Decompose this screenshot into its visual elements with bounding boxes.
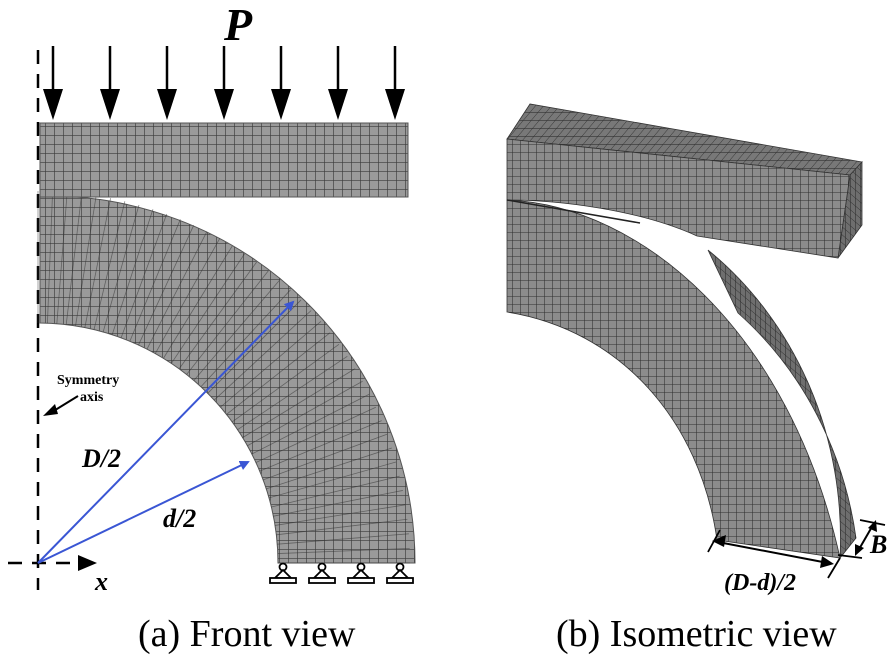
radial-mesh-line <box>178 261 257 370</box>
radial-mesh-line <box>56 192 68 324</box>
load-arrow <box>100 46 120 120</box>
thickness-arrowhead-bottom-icon <box>855 544 864 556</box>
load-arrow-head-icon <box>271 89 291 120</box>
load-arrow-head-icon <box>43 89 63 120</box>
radial-mesh-line <box>271 475 400 508</box>
radial-mesh-line <box>84 198 111 328</box>
radial-mesh-line <box>268 461 397 499</box>
load-arrow <box>43 46 63 120</box>
width-dimension-label: (D-d)/2 <box>724 570 796 596</box>
load-arrow <box>385 46 405 120</box>
load-label: P <box>223 0 253 50</box>
symmetry-axis-label-line2: axis <box>80 390 104 405</box>
x-axis-arrow-icon <box>78 555 97 571</box>
radial-mesh-line <box>102 204 140 333</box>
loading-block-mesh <box>39 122 409 198</box>
roller-support-icon <box>347 562 375 584</box>
radial-mesh-line <box>111 209 154 335</box>
symmetry-pointer-arrow-icon <box>43 404 58 416</box>
radial-mesh-line <box>276 518 408 536</box>
radial-mesh-line <box>263 433 388 481</box>
iso-contact-edge <box>506 199 641 224</box>
load-arrow <box>157 46 177 120</box>
outer-radius-label: D/2 <box>81 444 121 473</box>
outer-radius-arrow <box>37 300 295 564</box>
radial-mesh-line <box>47 191 54 324</box>
radial-mesh-line <box>266 447 392 490</box>
load-arrows <box>43 46 405 120</box>
isometric-view: (D-d)/2 B <box>506 103 887 596</box>
radial-mesh-line <box>154 238 221 354</box>
radial-mesh-line <box>274 504 406 526</box>
radial-mesh-line <box>163 245 233 359</box>
width-dim-arrowhead-right-icon <box>820 556 834 568</box>
radial-mesh-lines <box>37 191 410 564</box>
roller-support-icon <box>269 562 297 584</box>
roller-support-icon <box>308 562 336 584</box>
radial-mesh-line <box>207 299 302 394</box>
load-arrow <box>328 46 348 120</box>
load-arrow <box>271 46 291 120</box>
thickness-extension-top <box>859 519 886 526</box>
radial-mesh-line <box>220 321 322 408</box>
radial-mesh-line <box>231 344 340 423</box>
thickness-dimension-label: B <box>869 530 887 559</box>
width-dim-arrowhead-left-icon <box>712 535 726 547</box>
load-arrow-head-icon <box>214 89 234 120</box>
radial-mesh-line <box>259 420 382 472</box>
load-arrow-head-icon <box>157 89 177 120</box>
radial-mesh-line <box>65 193 83 325</box>
load-arrow-head-icon <box>100 89 120 120</box>
radial-mesh-line <box>251 393 370 455</box>
roller-support-icon <box>386 562 414 584</box>
radial-mesh-line <box>200 289 291 388</box>
thickness-extension-bottom <box>837 554 863 559</box>
roller-supports <box>269 562 414 584</box>
radial-mesh-line <box>213 310 312 401</box>
thickness-arrowhead-top-icon <box>868 520 877 532</box>
radial-mesh-line <box>129 219 181 342</box>
radial-mesh-line <box>186 270 269 375</box>
load-arrow-head-icon <box>328 89 348 120</box>
load-arrow <box>214 46 234 120</box>
x-axis-label: x <box>94 567 108 596</box>
iso-block-front-face <box>506 138 851 259</box>
inner-radius-label: d/2 <box>163 504 196 533</box>
radial-mesh-line <box>277 533 409 545</box>
radial-mesh-line <box>193 279 280 381</box>
radial-mesh-line <box>146 231 208 350</box>
radial-mesh-line <box>242 368 356 438</box>
dim-extension-right <box>827 557 841 579</box>
width-dimension-arrow <box>717 541 829 564</box>
radial-mesh-line <box>138 225 195 346</box>
radial-mesh-line <box>120 213 168 338</box>
symmetry-axis-label-line1: Symmetry <box>57 373 119 388</box>
radial-mesh-line <box>247 380 363 447</box>
radial-mesh-line <box>237 355 348 430</box>
iso-curved-beam-side-face <box>707 249 857 560</box>
radial-mesh-line <box>75 195 97 327</box>
iso-curved-beam-front-face <box>506 199 841 559</box>
front-view: x P Symmetry axis D/2 d/2 <box>8 0 416 596</box>
radial-mesh-line <box>277 547 410 554</box>
inner-radius-arrow <box>37 460 250 564</box>
radial-mesh-line <box>226 332 331 415</box>
radial-mesh-line <box>273 490 403 517</box>
radial-mesh-line <box>255 406 376 463</box>
radial-mesh-line <box>93 201 126 330</box>
caption-isometric-view: (b) Isometric view <box>556 613 837 655</box>
load-arrow-head-icon <box>385 89 405 120</box>
caption-front-view: (a) Front view <box>138 613 356 655</box>
radial-mesh-line <box>171 253 246 364</box>
